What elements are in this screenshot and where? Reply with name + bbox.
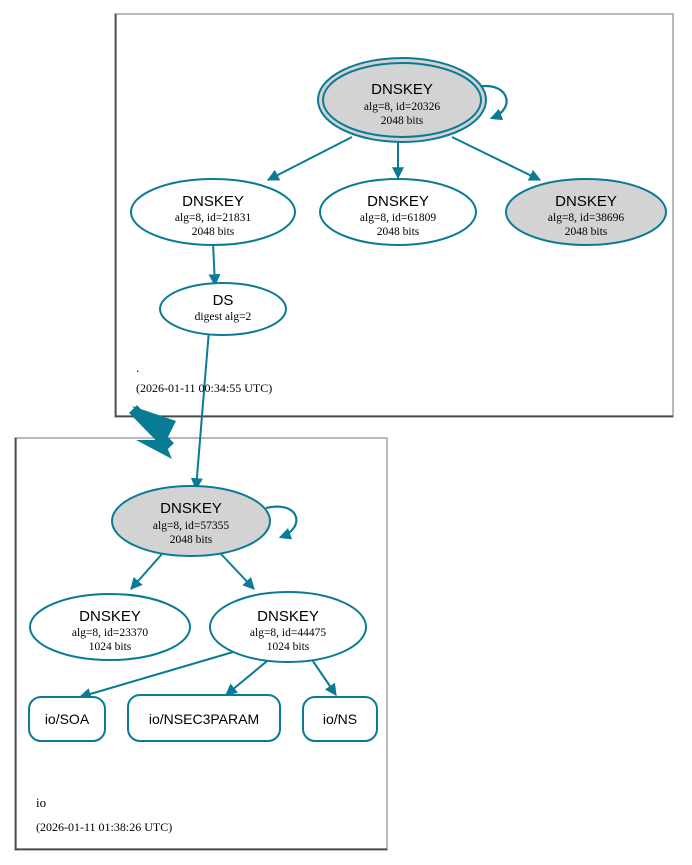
node-keysize: 2048 bits [377,226,420,238]
node-keyinfo: alg=8, id=57355 [153,520,229,532]
node-title: DNSKEY [182,193,244,210]
node-keysize: 2048 bits [565,226,608,238]
node-title: DNSKEY [257,608,319,625]
node-keyinfo: alg=8, id=23370 [72,627,148,639]
edge-root-ksk-to-zsk-21831 [266,136,353,181]
node-title: DNSKEY [367,193,429,210]
zone-name: . [136,360,139,375]
rrset-label: io/SOA [45,711,90,727]
node-title: DNSKEY [371,81,433,98]
zone-box-root [114,13,674,418]
zone-timestamp: (2026-01-11 00:34:55 UTC) [136,381,272,395]
edge-io-zsk-44475-to-io-soa [78,649,241,700]
node-keysize: 1024 bits [267,641,310,653]
node-keysize: 2048 bits [192,226,235,238]
edge-delegation-root-to-io [129,405,176,459]
edge-root-ksk-to-zsk-38696 [451,136,542,181]
node-root-dnskey-21831[interactable]: DNSKEY alg=8, id=21831 2048 bits [130,178,296,246]
rrset-io-ns[interactable]: io/NS [302,696,378,742]
node-root-ksk-20326[interactable]: DNSKEY alg=8, id=20326 2048 bits [317,57,487,143]
node-title: DNSKEY [79,608,141,625]
rrset-label: io/NSEC3PARAM [149,711,259,727]
zone-label-root: . (2026-01-11 00:34:55 UTC) [136,360,272,395]
node-keyinfo: alg=8, id=21831 [175,212,251,224]
node-io-dnskey-23370[interactable]: DNSKEY alg=8, id=23370 1024 bits [29,593,191,661]
node-io-dnskey-44475[interactable]: DNSKEY alg=8, id=44475 1024 bits [209,591,367,663]
edge-io-ksk-to-zsk-23370 [130,553,163,590]
node-title: DNSKEY [160,500,222,517]
node-keyinfo: alg=8, id=44475 [250,627,326,639]
node-keysize: 1024 bits [89,641,132,653]
zone-label-io: io (2026-01-11 01:38:26 UTC) [36,795,172,834]
node-keyinfo: alg=8, id=38696 [548,212,624,224]
node-io-ksk-57355[interactable]: DNSKEY alg=8, id=57355 2048 bits [111,485,271,557]
node-root-dnskey-38696[interactable]: DNSKEY alg=8, id=38696 2048 bits [505,178,667,246]
zone-timestamp: (2026-01-11 01:38:26 UTC) [36,820,172,834]
node-keyinfo: alg=8, id=61809 [360,212,436,224]
node-root-dnskey-61809[interactable]: DNSKEY alg=8, id=61809 2048 bits [319,178,477,246]
rrset-io-soa[interactable]: io/SOA [28,696,106,742]
edge-io-ksk-to-zsk-44475 [220,553,255,590]
rrset-io-nsec3param[interactable]: io/NSEC3PARAM [127,694,281,742]
node-digestinfo: digest alg=2 [195,311,252,323]
node-root-ds[interactable]: DS digest alg=2 [159,282,287,336]
node-keysize: 2048 bits [170,534,213,546]
edge-io-ksk-self-sign [265,505,298,540]
edge-root-ds-to-io-ksk [190,329,210,491]
edge-root-zsk-21831-to-ds [208,242,221,287]
node-title: DNSKEY [555,193,617,210]
node-keyinfo: alg=8, id=20326 [364,101,440,113]
node-keysize: 2048 bits [381,115,424,127]
rrset-label: io/NS [323,711,357,727]
node-title: DS [213,292,234,309]
zone-name: io [36,795,46,810]
